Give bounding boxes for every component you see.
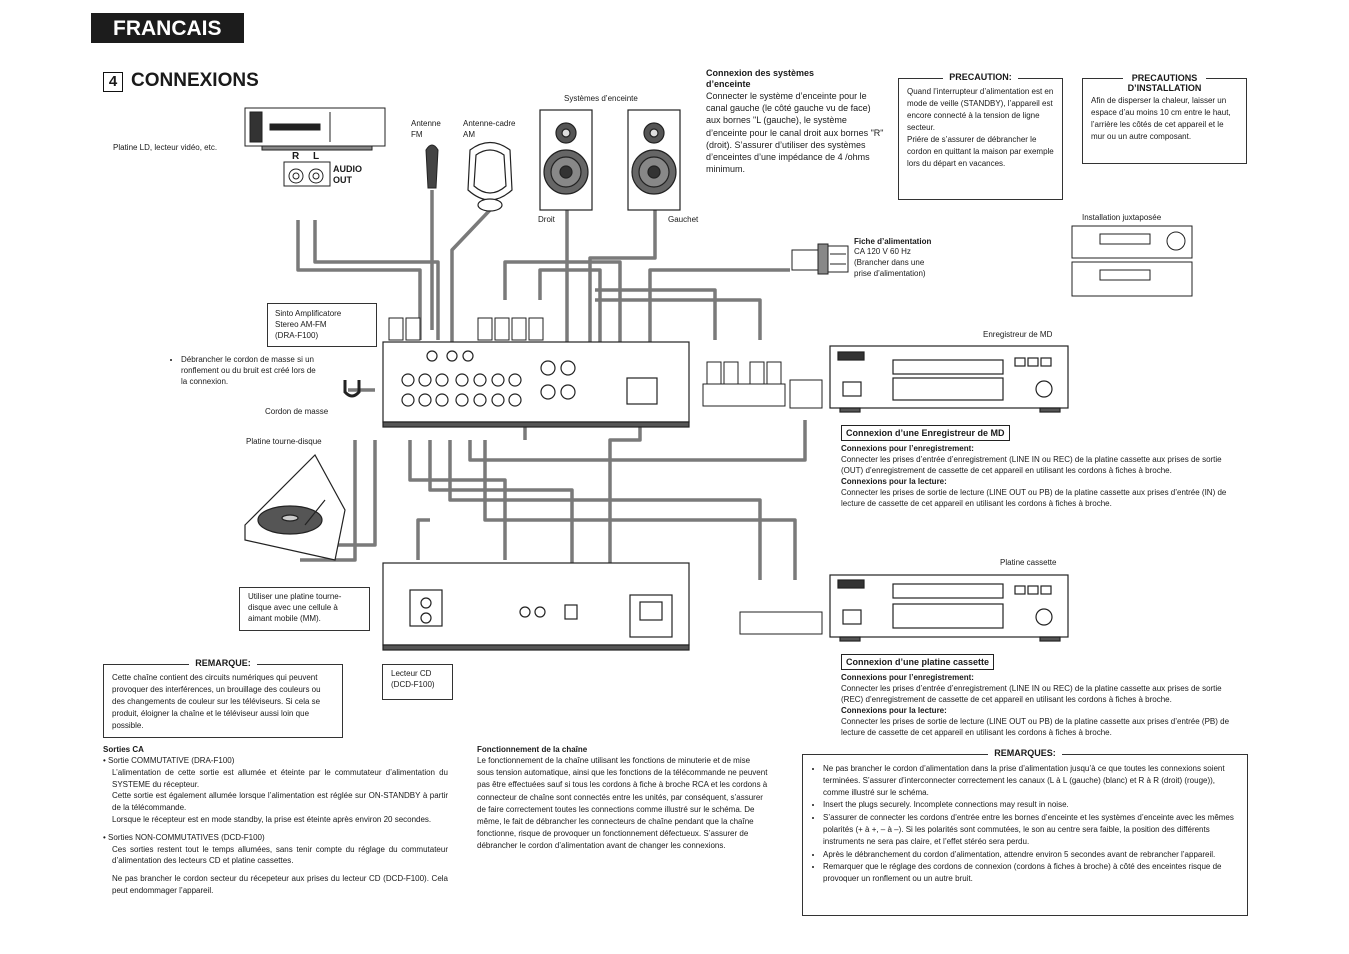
install-precautions-title: PRECAUTIONS D’INSTALLATION bbox=[1122, 73, 1207, 93]
remarque-text: Cette chaîne contient des circuits numér… bbox=[112, 673, 321, 730]
md-section-header: Connexion d’une Enregistreur de MD bbox=[841, 425, 1010, 441]
remarque-item: Remarquer que le réglage des cordons de … bbox=[823, 861, 1239, 885]
side-install-label: Installation juxtaposée bbox=[1082, 213, 1162, 222]
sorties-ca: Sorties CA • Sortie COMMUTATIVE (DRA-F10… bbox=[103, 745, 448, 895]
cassette-section-header: Connexion d’une platine cassette bbox=[841, 654, 995, 670]
sorties-item2-p2: Ne pas brancher le cordon secteur du réc… bbox=[112, 874, 448, 895]
fm-antenna-label: Antenne FM bbox=[411, 119, 441, 139]
md-rec-title: Connexions pour l’enregistrement: bbox=[841, 444, 974, 453]
remarques-title: REMARQUES: bbox=[988, 748, 1062, 758]
sorties-item1-p3: Lorsque le récepteur est en mode standby… bbox=[112, 814, 432, 824]
cassette-section-body: Connexions pour l’enregistrement: Connec… bbox=[841, 672, 1241, 738]
chain-operation-text: Le fonctionnement de la chaîne utilisant… bbox=[477, 756, 768, 851]
ld-player-label: Platine LD, lecteur vidéo, etc. bbox=[113, 143, 218, 152]
chain-operation: Fonctionnement de la chaîne Le fonctionn… bbox=[477, 744, 769, 853]
section-title: CONNEXIONS bbox=[131, 70, 259, 91]
language-tab: FRANCAIS bbox=[91, 13, 244, 43]
sorties-item1-p1: L’alimentation de cette sortie est allum… bbox=[112, 767, 448, 789]
md-rec-text: Connecter les prises d’entrée d’enregist… bbox=[841, 455, 1222, 475]
remarque-item: S’assurer de connecter les cordons d’ent… bbox=[823, 812, 1239, 847]
cassette-rec-text: Connecter les prises d’entrée d’enregist… bbox=[841, 684, 1222, 704]
remarque-item: Ne pas brancher le cordon d’alimentation… bbox=[823, 763, 1239, 798]
cassette-play-text: Connecter les prises de sortie de lectur… bbox=[841, 717, 1230, 737]
chain-operation-title: Fonctionnement de la chaîne bbox=[477, 745, 588, 754]
amp-label-box: Sinto Amplificatore Stereo AM-FM (DRA-F1… bbox=[267, 303, 377, 347]
cassette-play-title: Connexions pour la lecture: bbox=[841, 706, 947, 715]
sorties-item1-p2: Cette sortie est également allumée lorsq… bbox=[112, 791, 448, 813]
power-plug-text: CA 120 V 60 Hz (Brancher dans une prise … bbox=[854, 247, 926, 278]
speaker-connection-text: Connecter le système d’enceinte pour le … bbox=[706, 91, 884, 175]
sorties-item2-p1: Ces sorties restent tout le temps allumé… bbox=[112, 844, 448, 866]
precaution-box: PRECAUTION: Quand l’interrupteur d’alime… bbox=[898, 72, 1063, 200]
md-play-text: Connecter les prises de sortie de lectur… bbox=[841, 488, 1227, 508]
speaker-systems-label: Systèmes d’enceinte bbox=[564, 94, 638, 103]
install-precautions-box: PRECAUTIONS D’INSTALLATION Afin de dispe… bbox=[1082, 73, 1247, 164]
sorties-item1-head: Sortie COMMUTATIVE (DRA-F100) bbox=[108, 756, 235, 765]
power-plug-title: Fiche d’alimentation bbox=[854, 237, 932, 246]
precaution-title: PRECAUTION: bbox=[943, 72, 1018, 82]
precaution-text: Quand l’interrupteur d’alimentation est … bbox=[907, 87, 1054, 168]
audio-out-label: AUDIO OUT bbox=[333, 164, 362, 185]
remarques-box: REMARQUES: Ne pas brancher le cordon d’a… bbox=[802, 748, 1248, 916]
sorties-item2-head: Sorties NON-COMMUTATIVES (DCD-F100) bbox=[108, 832, 265, 842]
md-recorder-label: Enregistreur de MD bbox=[983, 330, 1053, 339]
md-play-title: Connexions pour la lecture: bbox=[841, 477, 947, 486]
remarque-item: Après le débranchement du cordon d’alime… bbox=[823, 849, 1239, 861]
section-number: 4 bbox=[103, 72, 123, 92]
cassette-rec-title: Connexions pour l’enregistrement: bbox=[841, 673, 974, 682]
sorties-ca-title: Sorties CA bbox=[103, 745, 144, 754]
speaker-connection-title: Connexion des systèmes d’enceinte bbox=[706, 68, 815, 89]
remarques-list: Ne pas brancher le cordon d’alimentation… bbox=[811, 763, 1239, 885]
ground-cord-label: Cordon de masse bbox=[265, 407, 329, 416]
remarque-box: REMARQUE: Cette chaîne contient des circ… bbox=[103, 658, 343, 738]
audio-l-label: L bbox=[313, 151, 320, 162]
remarque-title: REMARQUE: bbox=[189, 658, 257, 668]
left-speaker-label: Gauchet bbox=[668, 215, 699, 224]
install-precautions-text: Afin de disperser la chaleur, laisser un… bbox=[1091, 96, 1231, 141]
audio-r-label: R bbox=[292, 151, 300, 162]
md-section-body: Connexions pour l’enregistrement: Connec… bbox=[841, 443, 1241, 509]
cassette-deck-label: Platine cassette bbox=[1000, 558, 1057, 567]
remarque-item: Insert the plugs securely. Incomplete co… bbox=[823, 799, 1239, 811]
cd-player-label: Lecteur CD (DCD-F100) bbox=[382, 664, 453, 700]
right-speaker-label: Droit bbox=[538, 215, 555, 224]
am-antenna-label: Antenne-cadre AM bbox=[463, 119, 516, 139]
ground-note-text: Débrancher le cordon de masse si un ronf… bbox=[181, 354, 317, 387]
speaker-connection: Connexion des systèmes d’enceinte Connec… bbox=[706, 68, 886, 175]
turntable-label: Platine tourne-disque bbox=[246, 437, 322, 446]
turntable-note-box: Utiliser une platine tourne-disque avec … bbox=[239, 587, 370, 631]
ground-note: Débrancher le cordon de masse si un ronf… bbox=[172, 354, 317, 388]
